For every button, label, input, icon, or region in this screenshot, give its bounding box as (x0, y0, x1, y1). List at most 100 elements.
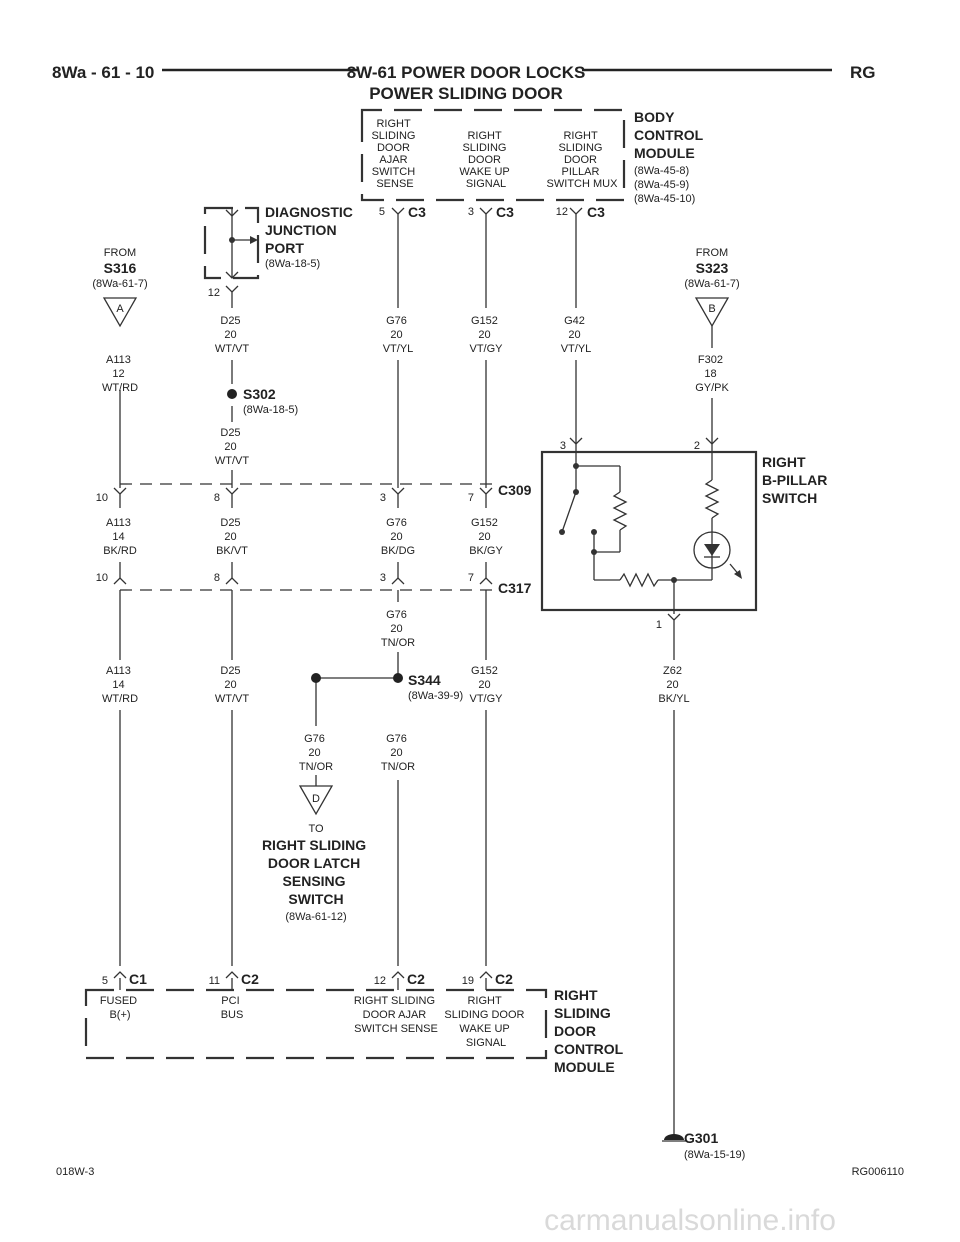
s344-dot (393, 673, 403, 683)
sdcm-c2-label-b: C2 (407, 971, 425, 987)
s316-connector-letter: A (116, 303, 124, 315)
svg-text:(8Wa-61-7): (8Wa-61-7) (684, 278, 739, 290)
bcm-signal-3: RIGHT SLIDING DOOR PILLAR SWITCH MUX (547, 130, 619, 190)
djp-title: DIAGNOSTIC JUNCTION PORT (265, 204, 357, 256)
splice-s344: S344 (8Wa-39-9) (311, 672, 463, 702)
s344-label: S344 (408, 672, 441, 688)
page-number: 8Wa - 61 - 10 (52, 63, 154, 82)
djp-ref: (8Wa-18-5) (265, 258, 320, 270)
s302-dot (227, 389, 237, 399)
svg-text:10: 10 (96, 572, 108, 584)
bcm-connector-c3-b: C3 (496, 204, 514, 220)
svg-text:10: 10 (96, 492, 108, 504)
footer-left: 018W-3 (56, 1166, 94, 1178)
svg-text:11: 11 (209, 975, 220, 987)
page-footer: 018W-3 RG006110 carmanualsonline.info (56, 1166, 904, 1237)
s323-connector-letter: B (708, 303, 715, 315)
bcm-pin-3: 3 (468, 206, 474, 218)
wire-g76-c317: G76 20 TN/OR (381, 609, 415, 649)
s344-left-dot (311, 673, 321, 683)
wire-runs (119, 214, 713, 1130)
wire-labels: A113 12 WT/RD D25 20 WT/VT G76 20 VT/YL … (102, 315, 729, 773)
bcm-signal-1: RIGHT SLIDING DOOR AJAR SWITCH SENSE (371, 118, 418, 190)
latch-connector-letter: D (312, 793, 320, 805)
c317-label: C317 (498, 580, 532, 596)
latch-title: RIGHT SLIDING DOOR LATCH SENSING SWITCH (262, 837, 370, 907)
footer-right: RG006110 (852, 1166, 904, 1178)
wire-g152-c309: G152 20 BK/GY (469, 517, 503, 557)
svg-text:1: 1 (656, 619, 662, 631)
right-b-pillar-switch: 3 2 1 RIGHT B-PILLAR SWI (540, 437, 831, 631)
svg-text:8: 8 (214, 492, 220, 504)
ground-g301: G301 (8Wa-15-19) (662, 1130, 745, 1161)
wire-d25-bot: D25 20 WT/VT (215, 665, 249, 705)
bcm-pin-12: 12 (556, 206, 568, 218)
wire-g152-bot: G152 20 VT/GY (469, 665, 503, 705)
bcm-connector-c3-a: C3 (408, 204, 426, 220)
wire-a113-top: A113 12 WT/RD (102, 354, 138, 394)
sdcm-signal-3: RIGHT SLIDING DOOR AJAR SWITCH SENSE (354, 995, 438, 1035)
wire-g152-top: G152 20 VT/GY (469, 315, 503, 355)
wire-g76-right: G76 20 TN/OR (381, 733, 415, 773)
b-pillar-title: RIGHT B-PILLAR SWITCH (762, 454, 831, 506)
wire-z62: Z62 20 BK/YL (658, 665, 689, 705)
svg-text:19: 19 (462, 975, 474, 987)
svg-text:5: 5 (102, 975, 108, 987)
sdcm-signal-4: RIGHT SLIDING DOOR WAKE UP SIGNAL (444, 995, 527, 1049)
sdcm-title: RIGHT SLIDING DOOR CONTROL MODULE (554, 987, 627, 1075)
sdcm-c2-label-a: C2 (241, 971, 259, 987)
page-header: 8Wa - 61 - 10 8W-61 POWER DOOR LOCKS RG … (52, 63, 876, 103)
svg-text:12: 12 (374, 975, 386, 987)
model-code: RG (850, 63, 876, 82)
connector-c309: 10 8 3 7 C309 (96, 482, 532, 508)
s302-label: S302 (243, 386, 276, 402)
s316-label: S316 (104, 260, 137, 276)
wire-d25-top: D25 20 WT/VT (215, 315, 249, 355)
svg-text:FROM: FROM (696, 247, 728, 259)
sdcm-c1-label: C1 (129, 971, 147, 987)
sdcm-c2-label-c: C2 (495, 971, 513, 987)
page-title: 8W-61 POWER DOOR LOCKS (347, 63, 586, 82)
wire-g42: G42 20 VT/YL (561, 315, 592, 355)
to-latch-switch: D TO RIGHT SLIDING DOOR LATCH SENSING SW… (262, 785, 370, 923)
bcm-signal-2: RIGHT SLIDING DOOR WAKE UP SIGNAL (459, 130, 512, 190)
wire-a113-c309: A113 14 BK/RD (103, 517, 137, 557)
wire-g76-top: G76 20 VT/YL (383, 315, 414, 355)
svg-text:3: 3 (380, 492, 386, 504)
svg-text:7: 7 (468, 492, 474, 504)
bcm-pin-5: 5 (379, 206, 385, 218)
s323-label: S323 (696, 260, 729, 276)
wire-g76-left: G76 20 TN/OR (299, 733, 333, 773)
ground-icon (664, 1134, 684, 1140)
wire-d25-c309: D25 20 BK/VT (216, 517, 248, 557)
svg-text:3: 3 (560, 440, 566, 452)
svg-text:TO: TO (308, 823, 324, 835)
bcm-connector-c3-c: C3 (587, 204, 605, 220)
latch-ref: (8Wa-61-12) (285, 911, 346, 923)
wire-f302: F302 18 GY/PK (695, 354, 729, 394)
bcm-title: BODY CONTROL MODULE (634, 109, 707, 161)
page-subtitle: POWER SLIDING DOOR (369, 84, 563, 103)
svg-text:FROM: FROM (104, 247, 136, 259)
s344-ref: (8Wa-39-9) (408, 690, 463, 702)
sdcm-signal-1: FUSED B(+) (100, 995, 140, 1021)
splice-s302: S302 (8Wa-18-5) (227, 386, 298, 416)
svg-text:2: 2 (694, 440, 700, 452)
svg-text:7: 7 (468, 572, 474, 584)
wire-d25-mid: D25 20 WT/VT (215, 427, 249, 467)
s302-ref: (8Wa-18-5) (243, 404, 298, 416)
bcm-refs: (8Wa-45-8) (8Wa-45-9) (8Wa-45-10) (634, 165, 695, 205)
svg-text:(8Wa-61-7): (8Wa-61-7) (92, 278, 147, 290)
svg-text:8: 8 (214, 572, 220, 584)
from-s316: FROM S316 (8Wa-61-7) A (92, 247, 148, 328)
sliding-door-control-module: 5 C1 11 C2 12 C2 19 C2 FUSED B(+) PCI BU… (84, 971, 627, 1075)
diagnostic-junction-port: DIAGNOSTIC JUNCTION PORT (8Wa-18-5) 12 (203, 204, 357, 299)
c309-label: C309 (498, 482, 532, 498)
body-control-module: RIGHT SLIDING DOOR AJAR SWITCH SENSE RIG… (360, 108, 707, 220)
from-s323: FROM S323 (8Wa-61-7) B (684, 247, 740, 328)
wire-g76-c309: G76 20 BK/DG (381, 517, 415, 557)
watermark: carmanualsonline.info (544, 1204, 836, 1237)
g301-ref: (8Wa-15-19) (684, 1149, 745, 1161)
connector-c317: 10 8 3 7 C317 (96, 562, 532, 596)
